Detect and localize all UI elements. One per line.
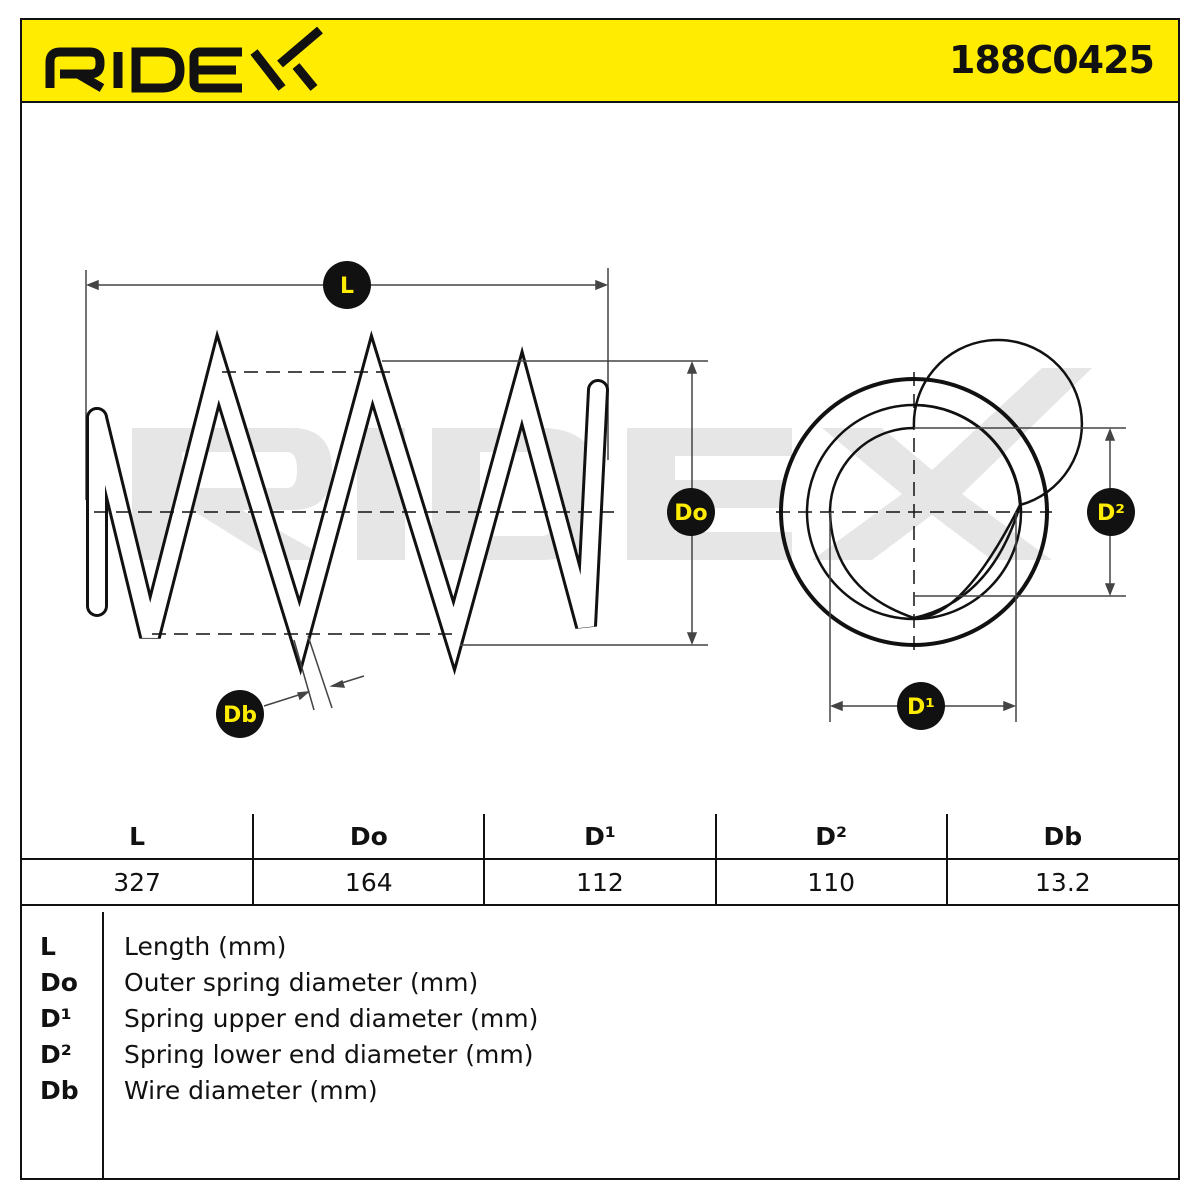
legend-desc: Outer spring diameter (mm) [124,968,479,997]
legend-item: D¹ Spring upper end diameter (mm) [22,1004,1178,1040]
svg-text:D¹: D¹ [907,695,935,720]
svg-text:L: L [340,274,354,299]
legend-item: D² Spring lower end diameter (mm) [22,1040,1178,1076]
legend-abbr: Do [40,968,78,997]
spec-value-cell: 164 [252,858,486,906]
legend-item: Db Wire diameter (mm) [22,1076,1178,1112]
upper-end-diameter-badge: D¹ [897,682,945,730]
legend: L Length (mm) Do Outer spring diameter (… [22,912,1178,1178]
legend-item: L Length (mm) [22,932,1178,968]
part-number: 188C0425 [949,38,1155,82]
spec-sheet-frame: 188C0425 L [20,18,1180,1180]
end-view-centerlines [776,372,1052,650]
spec-value-cell: 112 [483,858,717,906]
svg-text:Do: Do [674,501,707,526]
legend-desc: Wire diameter (mm) [124,1076,378,1105]
brand-logo [45,26,323,93]
header-bar: 188C0425 [22,20,1178,103]
spec-header-cell: D¹ [483,814,717,860]
spec-value-cell: 13.2 [945,858,1178,906]
legend-abbr: D² [40,1040,72,1069]
wire-diameter-dimension [263,635,365,711]
spec-header-cell: Db [945,814,1178,860]
legend-abbr: D¹ [40,1004,72,1033]
length-badge: L [323,261,371,309]
legend-item: Do Outer spring diameter (mm) [22,968,1178,1004]
spec-header-cell: D² [714,814,948,860]
spec-header-cell: Do [252,814,486,860]
legend-abbr: Db [40,1076,79,1105]
legend-divider [102,912,104,1178]
svg-text:Db: Db [223,703,257,728]
spec-table: L Do D¹ D² Db 327 164 112 110 13.2 [22,814,1178,906]
spec-value-cell: 110 [714,858,948,906]
spring-centerline [94,371,622,635]
spec-value-cell: 327 [22,858,255,906]
spec-value-row: 327 164 112 110 13.2 [22,858,1178,906]
spec-header-cell: L [22,814,255,860]
legend-abbr: L [40,932,56,961]
lower-end-diameter-badge: D² [1087,488,1135,536]
legend-desc: Spring lower end diameter (mm) [124,1040,534,1069]
spec-header-row: L Do D¹ D² Db [22,814,1178,860]
legend-desc: Spring upper end diameter (mm) [124,1004,539,1033]
legend-desc: Length (mm) [124,932,287,961]
svg-text:D²: D² [1097,501,1125,526]
wire-diameter-badge: Db [216,690,264,738]
outer-diameter-badge: Do [667,488,715,536]
spring-diagram: L Do [85,261,1135,738]
